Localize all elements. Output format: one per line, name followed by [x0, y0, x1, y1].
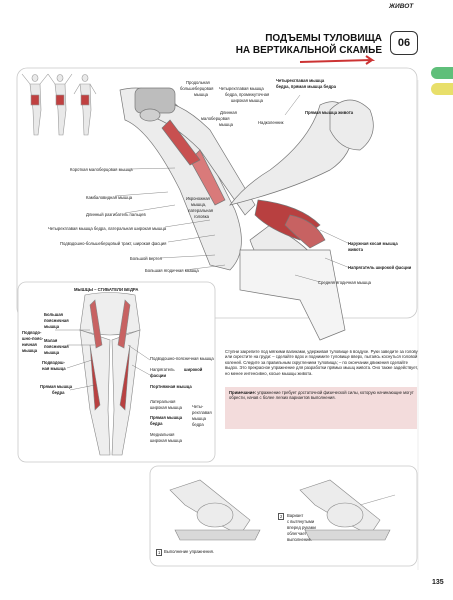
label-bolsh-long: большеберцовая: [180, 86, 214, 91]
inset-left-1: Подвздо-: [22, 330, 42, 335]
inset-pryamaya-2: бедра: [52, 390, 65, 395]
inset-figure: [79, 292, 141, 456]
inset-title: МЫШЦЫ – СГИБАТЕЛИ БЕДРА: [74, 287, 139, 292]
inset-malaya-2: поясничная: [44, 344, 69, 349]
label-ikronozh2: мышца,: [191, 202, 207, 207]
inset-malaya-1: Малая: [44, 338, 58, 343]
inset-r-chetyr-4: бедра: [192, 422, 204, 427]
caption-2-line-5: выполнение.: [287, 537, 312, 542]
title-line-2: НА ВЕРТИКАЛЬНОЙ СКАМЬЕ: [235, 45, 382, 56]
label-kambalo: Камбаловидная мышца: [86, 195, 133, 200]
inset-left-3: ничная: [22, 342, 37, 347]
main-frame: [16, 67, 418, 319]
label-sredn-yagod: Средняя ягодичная мышца: [318, 280, 371, 285]
caption-1-number: 1: [156, 549, 163, 556]
inset-r-pryamaya-2: бедра: [150, 421, 163, 426]
inset-r-naprag-1: Напрягатель: [150, 367, 175, 372]
label-pryamaya-zhivota: Прямая мышца живота: [305, 110, 354, 115]
label-malobercovaya: малоберцовая: [201, 116, 230, 121]
label-naruzh2: живота: [348, 247, 363, 252]
label-korotkaya: Короткая малоберцовая мышца: [70, 167, 133, 172]
label-dlinnaya: Длинная: [220, 110, 237, 115]
label-ikronozh1: Икроножная: [186, 196, 210, 201]
inset-r-podvzdosh: Подвздошно-поясничная мышца: [150, 356, 214, 361]
caption-2-line-3: вперед руками: [287, 525, 316, 530]
note-label: Примечание:: [229, 390, 257, 395]
section-header: ЖИВОТ: [389, 3, 414, 10]
label-bedra-prom: бедра, промежуточная: [225, 92, 270, 97]
label-ikronozh4: головка: [194, 214, 209, 219]
inset-r-medial-2: широкая мышца: [150, 438, 183, 443]
note-box: Примечание: упражнение требует достаточн…: [225, 387, 417, 429]
inset-podvzdosh-2: ная мышца: [42, 366, 66, 371]
label-bolsh-yagod: Большая ягодичная мышца: [145, 268, 199, 273]
inset-r-pryamaya-1: Прямая мышца: [150, 415, 183, 420]
main-figure: [119, 87, 374, 341]
inset-r-lateral-1: Латеральная: [150, 399, 176, 404]
caption-1: Выполнение упражнения.: [164, 549, 215, 554]
label-myshca2: мышца: [219, 122, 233, 127]
label-prodolg: Продольная: [186, 80, 210, 85]
label-naruzh1: Наружная косая мышца: [348, 241, 398, 246]
label-naprag: Напрягатель широкой фасции: [348, 265, 412, 270]
exercise-description: Ступни закрепите под мягкими валиками, у…: [225, 349, 418, 376]
exercise-number: 06: [390, 31, 418, 55]
color-tab-yellow: [431, 83, 453, 95]
leader-lines: [114, 94, 351, 283]
inset-r-portn: Портняжная мышца: [150, 384, 192, 389]
caption-2-number: 2: [278, 513, 285, 520]
small-figures: [21, 73, 97, 136]
label-podvzdosh-tract: Подвздошно-большеберцовый тракт, широкая…: [60, 241, 167, 246]
title-line-1: ПОДЪЕМЫ ТУЛОВИЩА: [265, 33, 382, 44]
inset-r-chetyr-3: мышца: [192, 416, 206, 421]
label-nadkolennik: Надколенник: [258, 120, 284, 125]
inset-left-2: шно-пояс-: [22, 336, 44, 341]
label-bolshoi-vertel: Большой вертел: [130, 256, 163, 261]
inset-r-chetyr-2: рехглавая: [192, 410, 212, 415]
label-chetyr-top: Четырехглавая мышца: [276, 78, 325, 83]
inset-r-naprag-2: широкой: [184, 367, 203, 372]
label-chetyr-lat: Четырехглавая мышца бедра, латеральная ш…: [48, 226, 167, 231]
inset-malaya-3: мышца: [44, 350, 60, 355]
label-myshca1: мышца: [194, 92, 208, 97]
label-chetyrehglav1: Четырехглавая мышца: [219, 86, 264, 91]
page-title: ПОДЪЕМЫ ТУЛОВИЩА НА ВЕРТИКАЛЬНОЙ СКАМЬЕ: [222, 33, 382, 57]
label-ikronozh3: латеральная: [188, 208, 214, 213]
label-chetyr-top2: бедра, прямая мышца бедра: [276, 84, 336, 89]
caption-2-line-2: с вытянутыми: [287, 519, 315, 524]
inset-r-medial-1: Медиальная: [150, 432, 175, 437]
caption-2-line-1: Вариант: [287, 513, 304, 518]
inset-r-naprag-3: фасции: [150, 373, 167, 378]
inset-pryamaya-1: Прямая мышца: [40, 384, 73, 389]
label-dlinny-razg: Длинный разгибатель пальцев: [86, 212, 146, 217]
note-text: упражнение требует достаточной физическо…: [229, 390, 414, 401]
direction-arrow: [299, 55, 376, 65]
inset-bolsh-1: Большая: [44, 312, 63, 317]
inset-bolsh-3: мышца: [44, 324, 60, 329]
inset-r-lateral-2: широкая мышца: [150, 405, 183, 410]
inset-bolsh-2: поясничная: [44, 318, 69, 323]
caption-2-line-4: облегчает: [287, 531, 307, 536]
color-tab-green: [431, 67, 453, 79]
inset-r-chetyr-1: Четы-: [192, 404, 204, 409]
bottom-figures: [169, 479, 396, 541]
page-number: 135: [432, 579, 444, 586]
inset-podvzdosh-1: Подвздош-: [42, 360, 65, 365]
label-shirokaya: широкая мышца: [231, 98, 264, 103]
inset-left-4: мышца: [22, 348, 38, 353]
